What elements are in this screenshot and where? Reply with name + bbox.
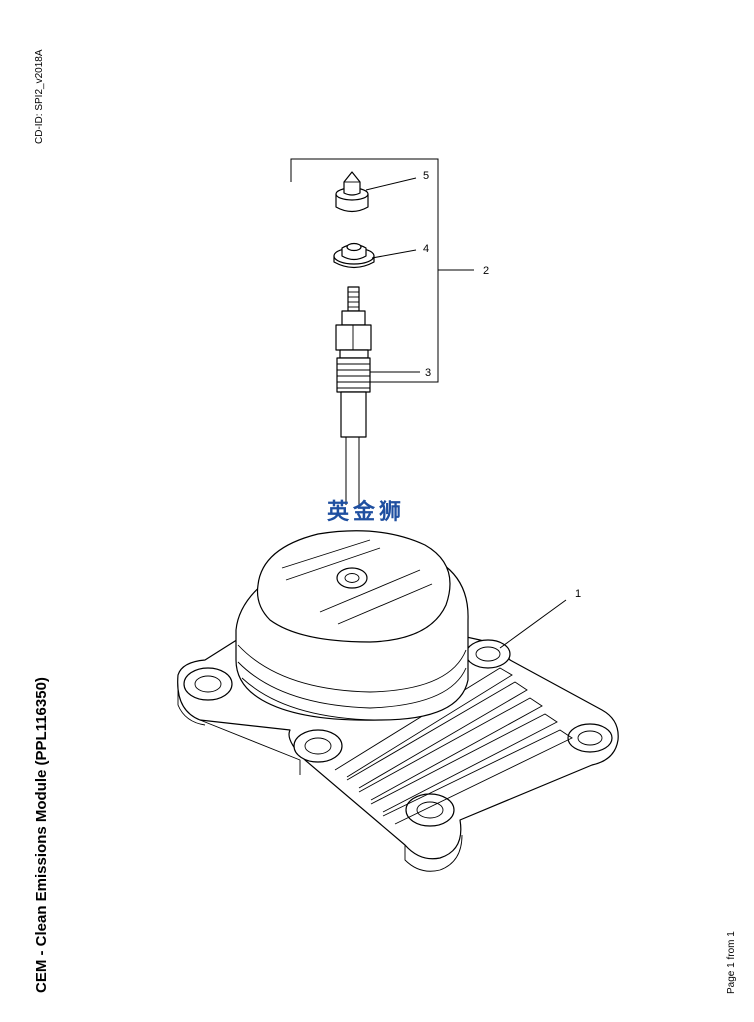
callout-3: 3 [425,367,431,379]
callout-2: 2 [483,265,489,277]
part-nut [333,242,417,269]
part-cap [335,171,417,213]
watermark-logo: 英金狮 [327,499,405,525]
part-cem-housing [177,530,619,872]
callout-5: 5 [423,170,429,182]
callout-4: 4 [423,243,429,255]
part-glow-plug [335,286,420,505]
assembly-bracket [290,158,474,383]
callout-1: 1 [575,588,581,600]
